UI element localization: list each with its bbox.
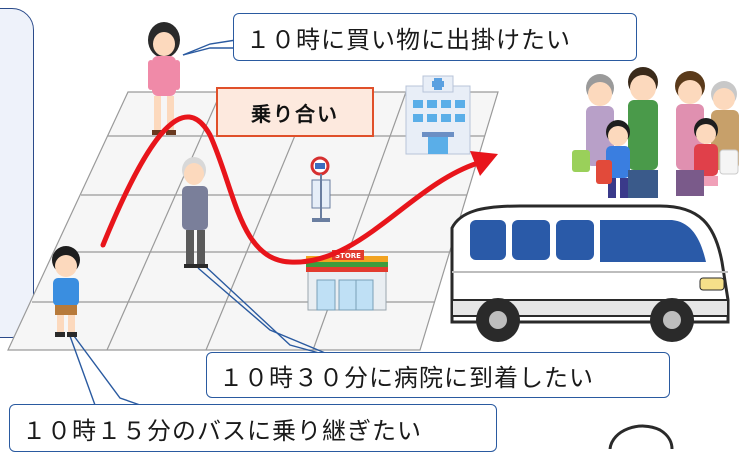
convenience-store-icon: STORE	[306, 250, 388, 311]
partial-circle-icon	[608, 424, 674, 449]
woman-callout: １０時に買い物に出掛けたい	[233, 13, 637, 61]
elderly-man-figure	[182, 157, 208, 268]
family-group-icon	[572, 67, 739, 198]
shared-ride-badge: 乗り合い	[216, 87, 374, 137]
left-side-panel	[0, 8, 34, 338]
boy-figure	[52, 246, 80, 337]
bus-stop-icon	[310, 156, 331, 222]
elder-callout: １０時３０分に病院に到着したい	[206, 352, 670, 398]
boy-callout: １０時１５分のバスに乗り継ぎたい	[9, 404, 497, 452]
route-arrow	[100, 114, 498, 265]
store-sign: STORE	[335, 252, 361, 260]
hospital-icon	[405, 75, 471, 155]
woman-figure	[148, 22, 180, 135]
minibus-icon	[450, 204, 730, 342]
